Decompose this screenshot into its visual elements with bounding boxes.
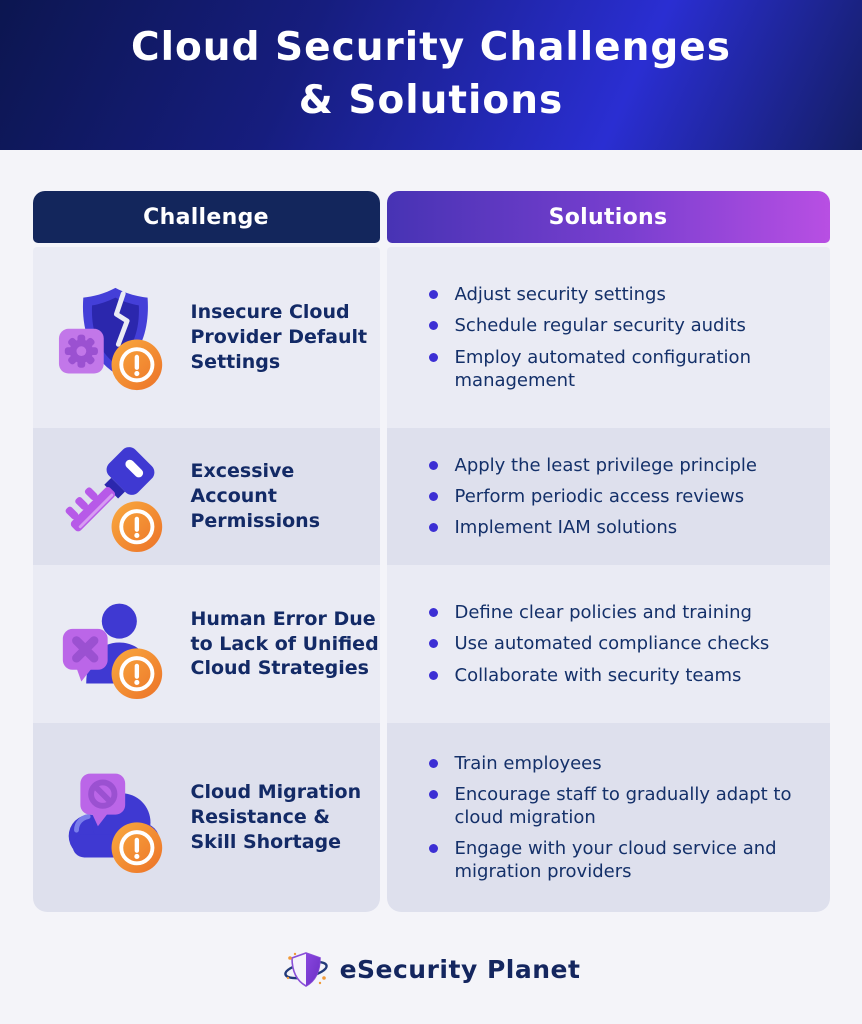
challenge-label: Excessive Account Permissions — [190, 460, 321, 532]
cracked-shield-gear-warning-icon — [58, 287, 162, 390]
solution-item: Perform periodic access reviews — [427, 485, 757, 508]
cloud-block-warning-icon — [68, 773, 162, 873]
warning-badge-icon — [111, 821, 162, 873]
table-header-row: Challenge Solutions — [32, 191, 830, 243]
challenge-cell-human-error: Human Error Due to Lack of Unified Cloud… — [32, 565, 380, 723]
header-banner: Cloud Security Challenges & Solutions — [0, 0, 862, 150]
brand-name: eSecurity Planet — [339, 954, 581, 984]
solutions-cell-insecure-settings: Adjust security settings Schedule regula… — [386, 247, 830, 428]
challenge-column-header: Challenge — [32, 191, 380, 243]
solution-item: Adjust security settings — [427, 283, 808, 306]
warning-badge-icon — [111, 338, 162, 390]
footer-brand: eSecurity Planet — [0, 948, 862, 990]
solution-item: Schedule regular security audits — [427, 314, 808, 337]
challenges-table: Challenge Solutions — [32, 191, 830, 912]
page-title-line1: Cloud Security Challenges — [131, 25, 731, 71]
solutions-list: Train employees Encourage staff to gradu… — [427, 744, 808, 891]
solution-item: Implement IAM solutions — [427, 516, 757, 539]
solutions-cell-migration-resistance: Train employees Encourage staff to gradu… — [386, 723, 830, 912]
warning-badge-icon — [111, 648, 162, 700]
warning-badge-icon — [111, 500, 162, 552]
solution-item: Train employees — [427, 752, 808, 775]
challenge-cell-excessive-permissions: Excessive Account Permissions — [32, 428, 380, 565]
solution-item: Use automated compliance checks — [427, 632, 769, 655]
challenge-label: Insecure Cloud Provider Default Settings — [190, 301, 368, 373]
solution-item: Apply the least privilege principle — [427, 454, 757, 477]
table-row: Insecure Cloud Provider Default Settings… — [32, 247, 830, 428]
solutions-list: Define clear policies and training Use a… — [427, 593, 770, 694]
challenge-label: Cloud Migration Resistance & Skill Short… — [190, 781, 362, 853]
solutions-list: Apply the least privilege principle Perf… — [427, 446, 757, 547]
solution-item: Define clear policies and training — [427, 601, 770, 624]
table-row: Cloud Migration Resistance & Skill Short… — [32, 723, 830, 912]
challenge-label: Human Error Due to Lack of Unified Cloud… — [190, 607, 379, 680]
solutions-column-header: Solutions — [386, 191, 830, 243]
solution-item: Encourage staff to gradually adapt to cl… — [427, 783, 808, 829]
solutions-cell-excessive-permissions: Apply the least privilege principle Perf… — [386, 428, 830, 565]
key-warning-icon — [65, 446, 162, 552]
solutions-list: Adjust security settings Schedule regula… — [427, 275, 808, 399]
challenge-cell-migration-resistance: Cloud Migration Resistance & Skill Short… — [32, 723, 380, 912]
challenge-cell-insecure-settings: Insecure Cloud Provider Default Settings — [32, 247, 380, 428]
solution-item: Collaborate with security teams — [427, 664, 770, 687]
person-error-warning-icon — [62, 603, 162, 700]
page-title-line2: & Solutions — [298, 78, 564, 123]
table-row: Excessive Account Permissions Apply the … — [32, 428, 830, 565]
table-row: Human Error Due to Lack of Unified Cloud… — [32, 565, 830, 723]
solution-item: Engage with your cloud service and migra… — [427, 837, 808, 883]
solution-item: Employ automated configuration managemen… — [427, 346, 808, 392]
solutions-cell-human-error: Define clear policies and training Use a… — [386, 565, 830, 723]
esecurity-planet-logo-icon — [283, 952, 328, 987]
